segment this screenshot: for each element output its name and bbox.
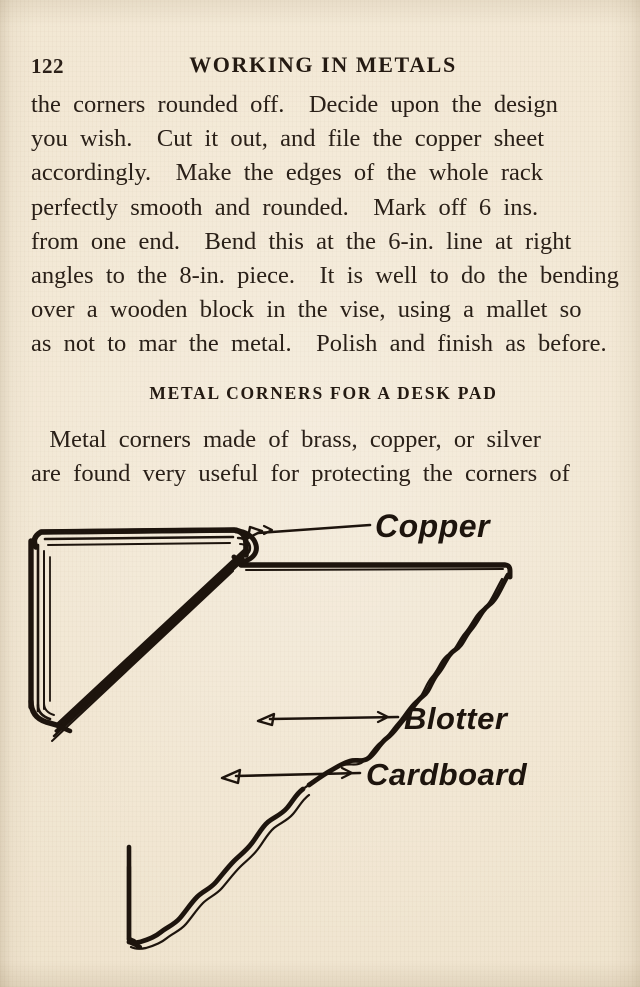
text-line: you wish. Cut it out, and file the coppe… bbox=[31, 125, 545, 153]
text-line: are found very useful for protecting the… bbox=[31, 460, 570, 488]
text-line: Metal corners made of brass, copper, or … bbox=[31, 426, 541, 453]
text-line: over a wooden block in the vise, using a… bbox=[31, 296, 582, 324]
copper-corner bbox=[28, 527, 259, 742]
text-line: as not to mar the metal. Polish and fini… bbox=[31, 330, 607, 358]
text-line: perfectly smooth and rounded. Mark off 6… bbox=[31, 193, 539, 221]
text-line: from one end. Bend this at the 6-in. lin… bbox=[31, 227, 572, 255]
figure-label-copper: Copper bbox=[375, 508, 491, 544]
figure-label-cardboard: Cardboard bbox=[366, 757, 528, 792]
diagram-svg: Copper Blotter Cardboard bbox=[28, 508, 528, 950]
text-line: accordingly. Make the edges of the whole… bbox=[31, 159, 544, 187]
pad-body bbox=[126, 562, 513, 950]
leader-cardboard bbox=[220, 766, 362, 785]
running-head-title: WORKING IN METALS bbox=[189, 52, 457, 77]
figure-label-blotter: Blotter bbox=[404, 701, 509, 736]
leader-copper bbox=[246, 523, 372, 540]
paragraph-two: Metal corners made of brass, copper, or … bbox=[31, 423, 616, 491]
running-head: 122 WORKING IN METALS bbox=[31, 52, 615, 80]
text-line: the corners rounded off. Decide upon the… bbox=[31, 91, 558, 118]
leader-blotter bbox=[256, 710, 400, 727]
cardboard-sheet bbox=[126, 844, 137, 944]
text-line: angles to the 8-in. piece. It is well to… bbox=[31, 262, 619, 290]
page-number: 122 bbox=[31, 54, 64, 78]
paragraph-one: the corners rounded off. Decide upon the… bbox=[31, 88, 619, 362]
section-heading: METAL CORNERS FOR A DESK PAD bbox=[149, 383, 498, 403]
figure-metal-corner-diagram: Copper Blotter Cardboard bbox=[0, 495, 640, 975]
